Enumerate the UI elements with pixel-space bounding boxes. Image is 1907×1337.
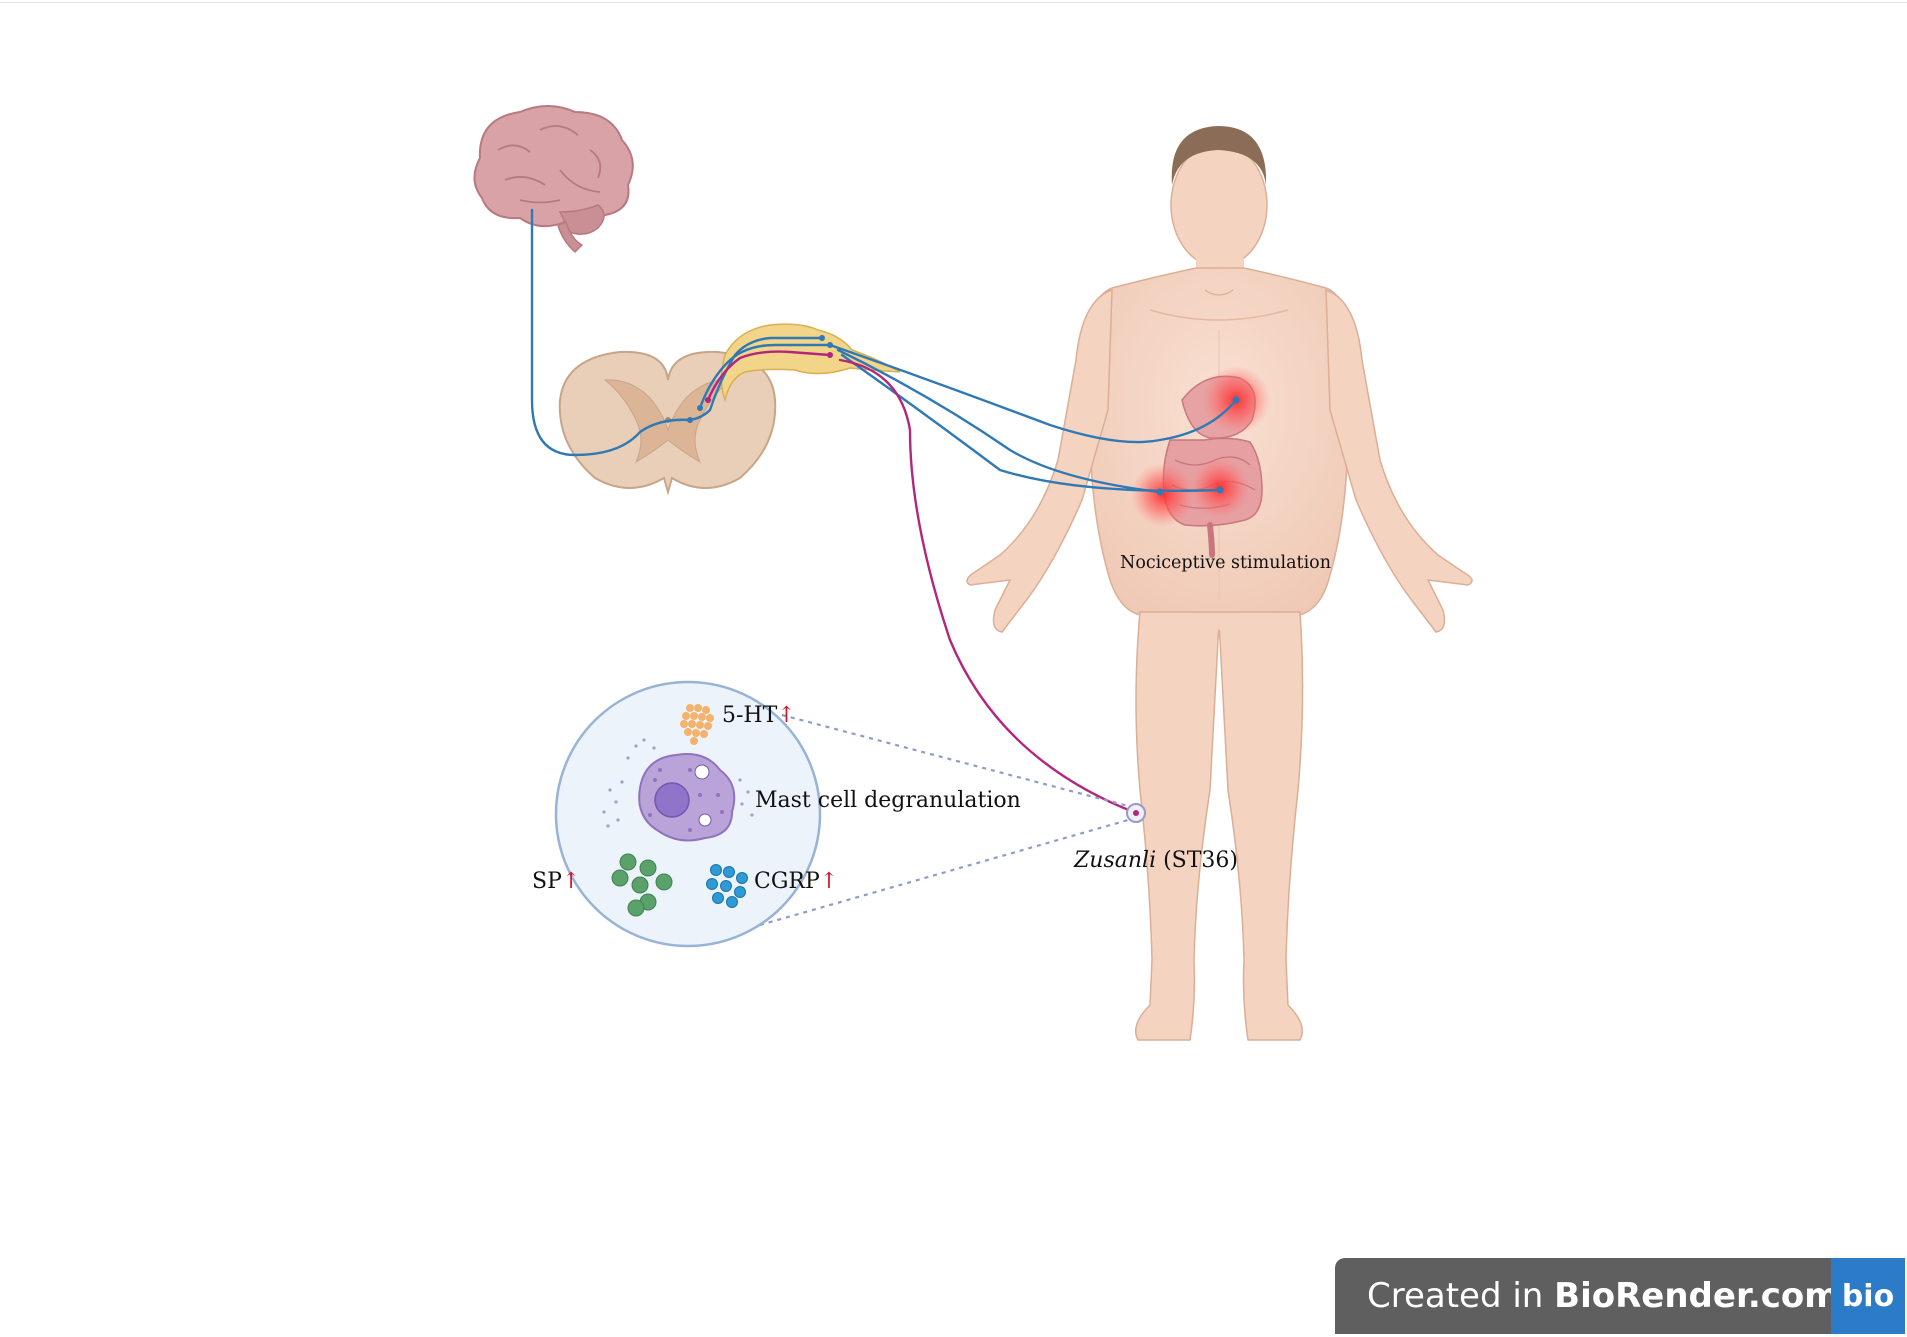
mast-cell-inset: [554, 680, 822, 948]
substance-p-granules-icon: [611, 853, 673, 917]
biorender-logo-icon: bio: [1831, 1258, 1905, 1334]
mast-cell-icon: [602, 738, 754, 842]
zoom-connector-lines: [759, 713, 1129, 927]
human-body-figure: [966, 126, 1473, 1041]
serotonin-label: 5-HT↑: [722, 703, 796, 728]
biorender-credit-text: Created in BioRender.com: [1367, 1276, 1840, 1316]
substance-p-label: SP↑: [532, 869, 580, 894]
intestine-inflammation-glow-left: [1131, 463, 1195, 527]
top-border-line: [0, 2, 1907, 3]
nerve-fibers: [530, 208, 1238, 815]
mast-cell-degranulation-label: Mast cell degranulation: [755, 788, 1021, 813]
digestive-organs: [1131, 366, 1270, 558]
acupoint-st36-marker: [1126, 803, 1146, 823]
biorender-credit-badge: Created in BioRender.com bio: [1335, 1258, 1905, 1334]
cgrp-granules-icon: [706, 864, 748, 908]
cgrp-label: CGRP↑: [754, 869, 838, 894]
nociceptive-stimulation-label: Nociceptive stimulation: [1120, 553, 1331, 573]
brain-icon: [473, 105, 634, 254]
acupoint-zusanli-label: Zusanli (ST36): [1073, 848, 1238, 873]
serotonin-granules-icon: [680, 704, 714, 745]
nerve-nodes: [687, 335, 1240, 496]
